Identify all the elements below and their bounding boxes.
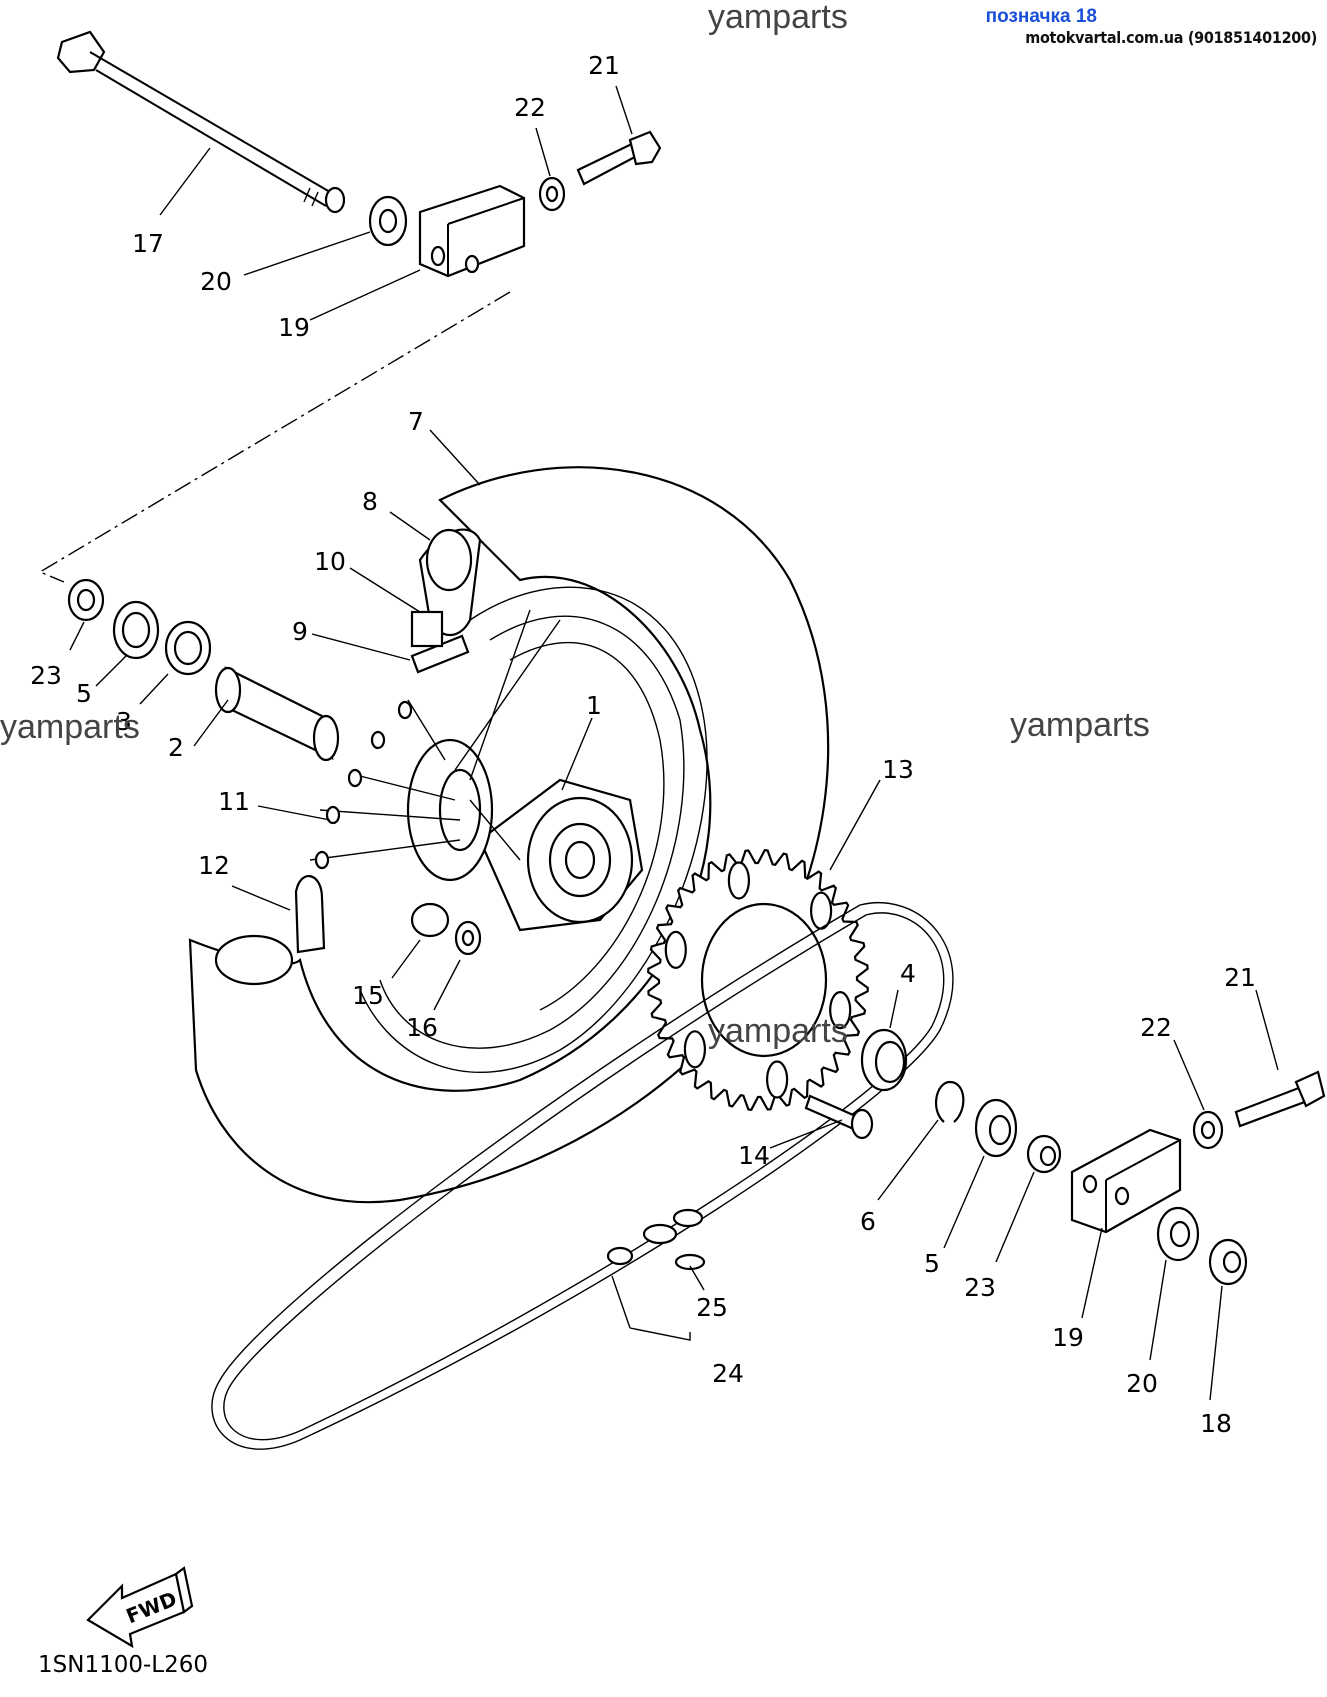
right-hardware-group [804,1028,1326,1286]
callout-12: 12 [198,851,230,880]
callout-5-left: 5 [76,679,92,708]
callout-20-right: 20 [1126,1369,1158,1398]
watermark-center: yamparts [708,1012,848,1050]
watermark-left: yamparts [0,708,140,746]
callout-13: 13 [882,755,914,784]
fwd-arrow-icon: FWD [86,1566,194,1649]
callout-21-top: 21 [588,51,620,80]
callout-23-left: 23 [30,661,62,690]
top-chain-adjuster-group [368,130,662,278]
watermark-top: yamparts [708,0,848,36]
callout-9: 9 [292,617,308,646]
callout-20-top: 20 [200,267,232,296]
callout-25: 25 [696,1293,728,1322]
diagram-label-title: позначка 18 [985,6,1097,27]
callout-2: 2 [168,733,184,762]
callout-6: 6 [860,1207,876,1236]
callout-numbers: 1 2 3 4 5 5 6 7 8 9 10 11 12 13 14 15 16… [30,51,1256,1438]
sprocket-slot [765,1060,789,1099]
callout-14: 14 [738,1141,770,1170]
callout-1: 1 [586,691,602,720]
contact-info: motokvartal.com.ua (901851401200) [1025,28,1317,47]
callout-15: 15 [352,981,384,1010]
callout-3: 3 [116,707,132,736]
callout-19-top: 19 [278,313,310,342]
watermarks: yamparts yamparts yamparts yamparts [0,0,1150,1050]
callout-22-top: 22 [514,93,546,122]
callout-18: 18 [1200,1409,1232,1438]
sprocket-slot [727,861,751,900]
callout-23-right: 23 [964,1273,996,1302]
callout-17: 17 [132,229,164,258]
sprocket-slot [829,990,852,1030]
watermark-right: yamparts [1010,706,1150,744]
drive-chain-part [211,902,954,1450]
callout-5-right: 5 [924,1249,940,1278]
callout-8: 8 [362,487,378,516]
left-bearing-group [67,578,340,762]
diagram-code: 1SN1100-L260 [38,1652,208,1678]
callout-19-right: 19 [1052,1323,1084,1352]
sprocket-center-hole [700,902,828,1058]
callout-22-right: 22 [1140,1013,1172,1042]
sprocket-slot [683,1030,707,1069]
callout-21-right: 21 [1224,963,1256,992]
callout-11: 11 [218,787,250,816]
master-link-part [606,1208,706,1271]
sprocket-slot [664,930,687,970]
callout-4: 4 [900,959,916,988]
callout-24: 24 [712,1359,744,1388]
leader-lines [69,85,1279,1401]
callout-7: 7 [408,407,424,436]
callout-10: 10 [314,547,346,576]
axle-part [56,30,346,214]
callout-16: 16 [406,1013,438,1042]
